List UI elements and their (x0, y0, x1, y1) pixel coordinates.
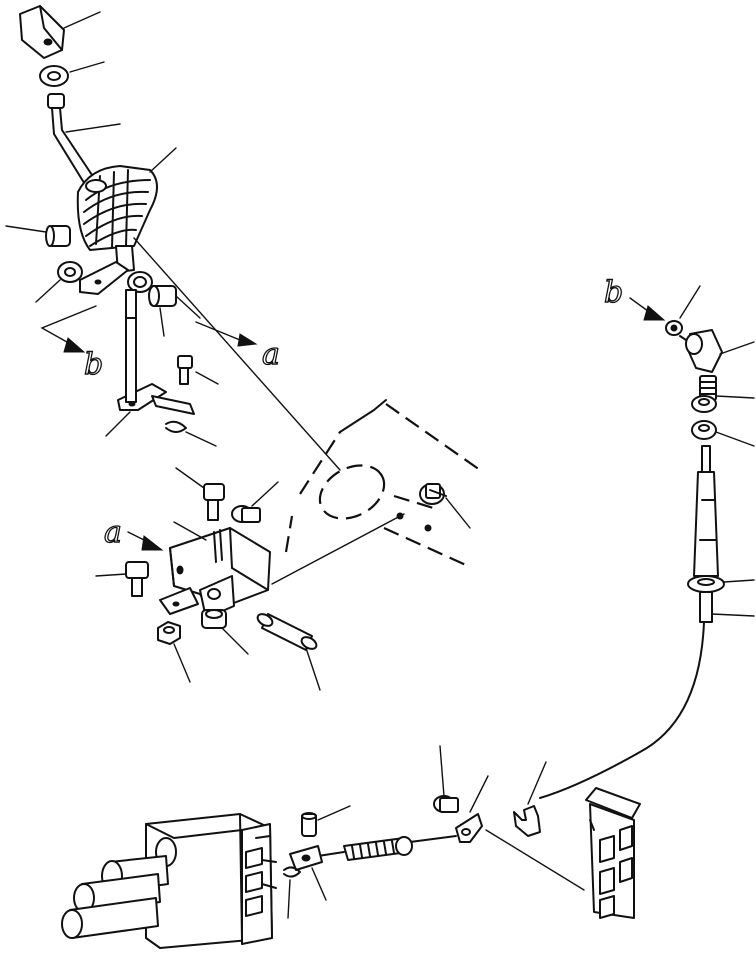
nut-right-lower (691, 420, 717, 440)
nut-right-upper (691, 395, 717, 413)
leader-line (715, 431, 755, 447)
svg-text:a: a (104, 515, 122, 550)
svg-text:b: b (604, 275, 623, 310)
leader-line (719, 341, 755, 355)
leader-line (185, 431, 217, 447)
bolt-washer-bottom (433, 795, 459, 813)
leader-line (173, 521, 207, 541)
nut-lower-left (157, 621, 181, 645)
cable-clamp (513, 805, 541, 837)
reference-a-upper: a (195, 321, 281, 373)
svg-text:a: a (262, 337, 280, 372)
reference-b-right: b (603, 274, 666, 321)
cable-end-knob (679, 329, 723, 373)
leader-line (69, 61, 105, 73)
leader-line (445, 497, 471, 529)
bolt-center (203, 483, 225, 521)
control-valve-block (585, 787, 641, 919)
hydraulic-valve-body (145, 813, 277, 949)
lever-base (79, 245, 153, 319)
leader-line (173, 643, 191, 683)
lever-rod (47, 93, 95, 187)
leader-line (195, 371, 219, 385)
leader-line (679, 285, 701, 319)
clevis-pin (301, 812, 317, 837)
lever-knob (19, 5, 65, 59)
bolt-left (125, 561, 149, 597)
reference-b-upper: b (40, 305, 104, 383)
pivot-bracket (117, 317, 195, 415)
leader-line (35, 279, 61, 303)
reference-a-lower: a (103, 514, 164, 551)
leader-line (711, 613, 755, 617)
leader-line (159, 307, 165, 337)
lever-boot (76, 165, 158, 251)
spool-cylinders (61, 855, 169, 939)
washer-right-top (665, 320, 683, 336)
leader-line (723, 579, 755, 583)
cable-bracket-plate (455, 813, 483, 843)
bushing-left (45, 225, 71, 247)
leader-line (149, 147, 177, 173)
leader-line (469, 775, 489, 813)
leader-line (305, 647, 321, 691)
cotter-pin-bottom (283, 866, 301, 878)
leader-line (221, 627, 249, 655)
leader-line (527, 761, 547, 805)
leader-line (715, 395, 755, 399)
control-cable (539, 621, 705, 799)
leader-line (65, 123, 121, 133)
lock-nut (39, 65, 69, 87)
clevis-yoke (289, 845, 323, 871)
leader-line (5, 225, 47, 233)
spacer-lower (201, 609, 227, 629)
pin-cylinder (256, 613, 318, 651)
leader-line (271, 513, 405, 585)
bolt-washer-center (231, 505, 261, 523)
leader-line (311, 867, 327, 901)
spring-right (699, 375, 717, 401)
cotter-pin (165, 420, 187, 433)
mount-plate-outline (284, 399, 481, 568)
bolt-upper (177, 355, 193, 385)
mounting-bracket (159, 527, 271, 619)
leader-line (63, 11, 101, 29)
leader-line (133, 237, 341, 471)
leader-line (175, 467, 205, 489)
leader-line (251, 481, 279, 507)
cable-housing (687, 445, 725, 623)
leader-line (485, 829, 585, 891)
bolt-with-washer-right (419, 483, 447, 505)
bushing-right (148, 285, 177, 307)
leader-line (287, 879, 291, 919)
leader-line (317, 805, 351, 821)
svg-text:b: b (84, 347, 103, 382)
leader-line (95, 573, 127, 577)
leader-line (105, 411, 131, 437)
leader-line (439, 745, 445, 797)
leader-line (175, 295, 201, 319)
cable-end-threaded (317, 835, 457, 861)
nut-left (57, 261, 83, 283)
